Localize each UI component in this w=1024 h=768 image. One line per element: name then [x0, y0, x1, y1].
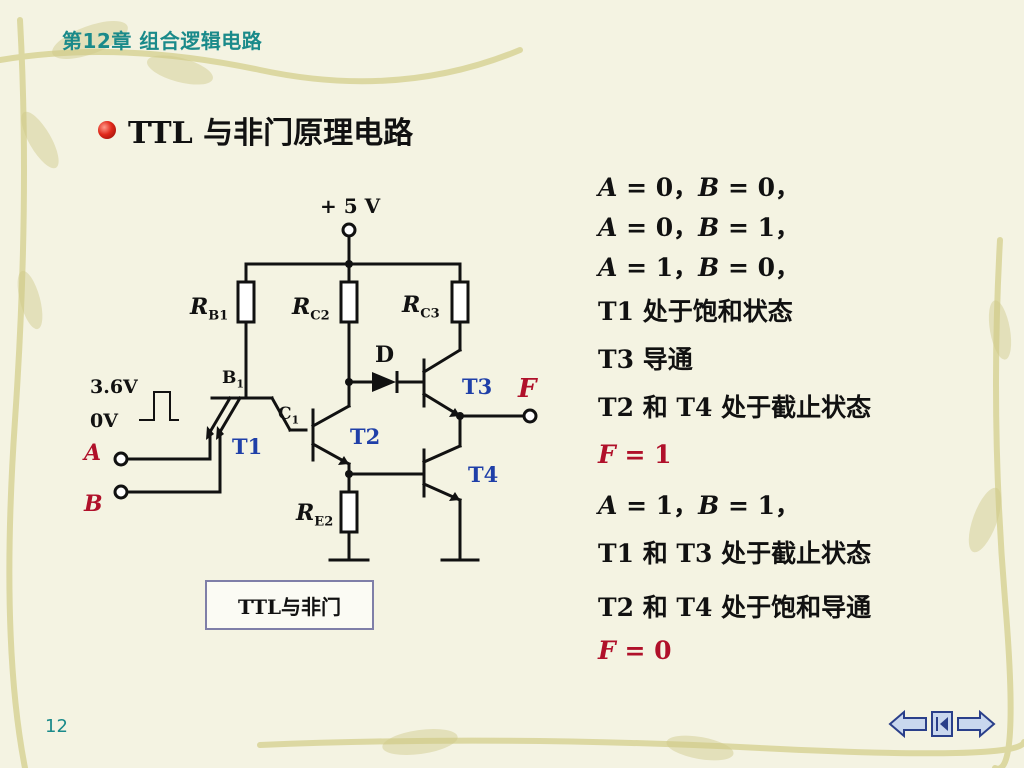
input-b-label: B [84, 491, 103, 517]
t1-label: T1 [232, 434, 263, 459]
slide-title-row: TTL 与非门原理电路 [98, 108, 413, 152]
rc3-label: RC3 [402, 292, 440, 322]
high-level-label: 3.6V [90, 376, 138, 398]
slide-title: TTL 与非门原理电路 [128, 116, 414, 151]
line-5: T2 和 T4 处于截止状态 [598, 393, 872, 422]
line-10-result: F = 0 [598, 636, 672, 665]
t4-label: T4 [468, 462, 499, 487]
line-9: T2 和 T4 处于饱和导通 [598, 593, 872, 622]
low-level-label: 0V [90, 410, 118, 432]
supply-voltage-label: + 5 V [320, 194, 381, 218]
left-arrow-icon[interactable] [888, 709, 928, 739]
right-arrow-icon[interactable] [956, 709, 996, 739]
rb1-label: RB1 [190, 294, 229, 324]
diode-label: D [375, 342, 395, 368]
slide-navigation [888, 706, 996, 742]
line-3: T1 处于饱和状态 [598, 297, 793, 326]
line-7: A = 1，B = 1， [598, 491, 801, 520]
line-2: A = 1，B = 0， [598, 253, 801, 282]
c1-label: C1 [278, 404, 300, 427]
input-a-label: A [84, 440, 102, 466]
t3-label: T3 [462, 374, 493, 399]
end-icon[interactable] [930, 709, 954, 739]
line-8: T1 和 T3 处于截止状态 [598, 539, 872, 568]
bullet-icon [98, 121, 116, 139]
line-4: T3 导通 [598, 345, 693, 374]
line-6-result: F = 1 [598, 440, 672, 469]
rc2-label: RC2 [292, 294, 330, 324]
chapter-header: 第12章 组合逻辑电路 [62, 29, 263, 53]
circuit-caption: TTL与非门 [205, 580, 374, 630]
b1-label: B1 [222, 368, 245, 391]
page-number: 12 [45, 716, 68, 737]
re2-label: RE2 [296, 500, 334, 530]
line-0: A = 0，B = 0， [598, 173, 801, 202]
t2-label: T2 [350, 424, 381, 449]
line-1: A = 0，B = 1， [598, 213, 801, 242]
output-f-label: F [518, 374, 537, 404]
